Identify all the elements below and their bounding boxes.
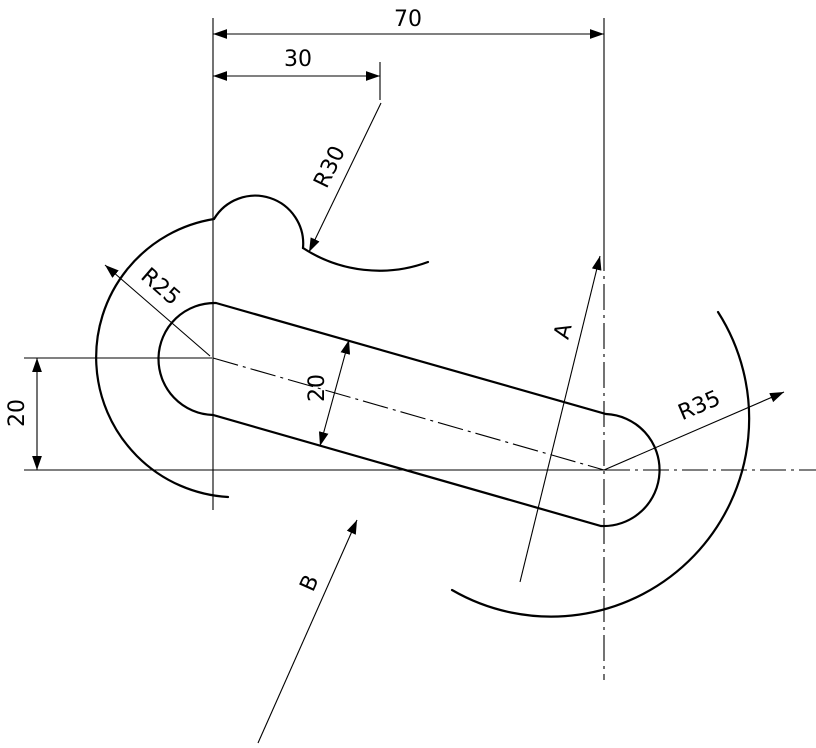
view-arrow-a bbox=[519, 255, 602, 583]
dim-text-r35: R35 bbox=[675, 386, 725, 426]
centerline-slot-axis bbox=[212, 357, 605, 471]
dim-line-r35 bbox=[603, 391, 785, 471]
dim-line-r30 bbox=[308, 102, 382, 253]
dim-line-r25 bbox=[104, 264, 211, 357]
dim-text-slot-20: 20 bbox=[305, 374, 330, 402]
dim-text-r30: R30 bbox=[309, 142, 350, 192]
dim-line-slot-20 bbox=[318, 339, 351, 447]
dim-text-r25: R25 bbox=[136, 263, 185, 310]
dim-text-vertical-20: 20 bbox=[5, 399, 30, 427]
dim-text-70: 70 bbox=[394, 7, 422, 32]
outer-arc-upper bbox=[301, 246, 430, 272]
slot-outline bbox=[157, 301, 661, 528]
dim-text-30: 30 bbox=[284, 47, 312, 72]
outer-arc-right bbox=[450, 310, 751, 618]
view-label-a: A bbox=[550, 321, 578, 342]
view-label-b: B bbox=[296, 571, 325, 595]
outer-arc-left bbox=[95, 194, 305, 499]
view-arrow-b bbox=[257, 519, 358, 744]
